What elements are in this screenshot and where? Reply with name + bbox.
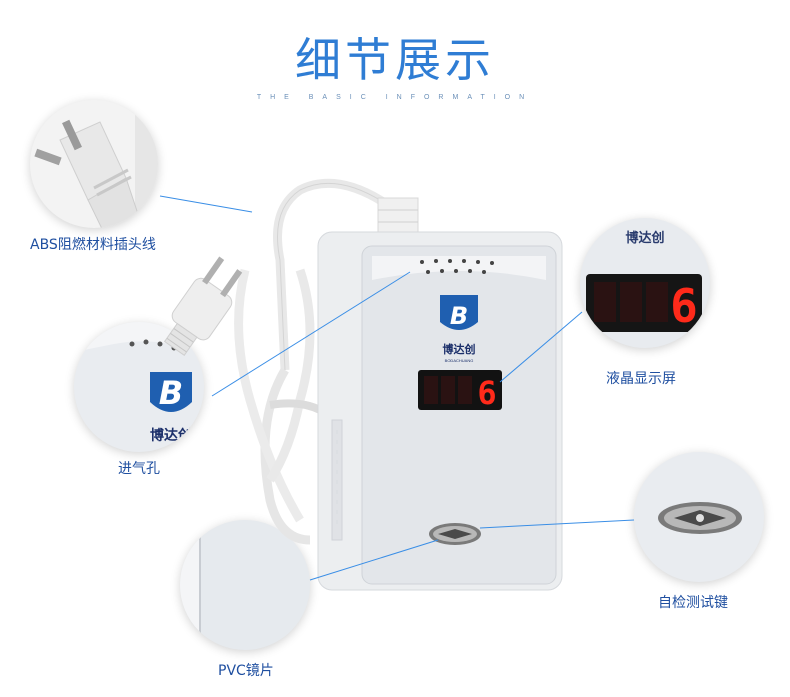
vent-closeup-image: B 博达创 (74, 322, 204, 444)
device-logo-letter: B (450, 302, 468, 330)
test-button-label: 自检测试键 (658, 595, 728, 611)
page-title: 细节展示 (295, 33, 495, 87)
vent-label: 进气孔 (118, 461, 160, 477)
lcd-closeup-image: 博达创 6 (586, 230, 702, 333)
device-brand: 博达创 (443, 342, 476, 356)
lcd-label: 液晶显示屏 (606, 371, 676, 387)
page-subtitle: THE BASIC INFORMATION (256, 94, 534, 101)
device-display-digit: 6 (477, 374, 496, 412)
plug-zoom-circle (30, 100, 158, 228)
svg-text:博达创: 博达创 (150, 427, 192, 444)
pvc-closeup-image (180, 520, 201, 650)
svg-text:B: B (159, 374, 183, 412)
test-button-closeup-image (658, 502, 742, 534)
vent-zoom-circle: B 博达创 (74, 322, 204, 452)
device-brand-sub: BODACHUANG (445, 358, 474, 363)
test-button-zoom-circle (634, 452, 764, 582)
pvc-label: PVC镜片 (218, 663, 274, 679)
plug-label: ABS阻燃材料插头线 (30, 237, 156, 253)
svg-text:6: 6 (670, 279, 698, 333)
plug-closeup-image (34, 100, 158, 228)
pvc-zoom-circle (180, 520, 310, 650)
svg-text:博达创: 博达创 (625, 230, 664, 246)
lcd-zoom-circle: 博达创 6 (580, 218, 710, 348)
